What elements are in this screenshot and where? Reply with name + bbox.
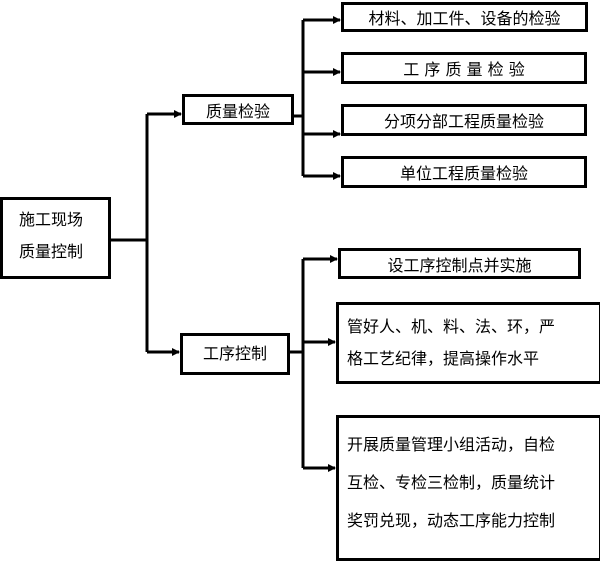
node-unit-inspection: 单位工程质量检验 bbox=[341, 156, 587, 188]
node-manage-factors: 管好人、机、料、法、环，严 格工艺纪律，提高操作水平 bbox=[336, 302, 600, 384]
node-subitem-inspection: 分项分部工程质量检验 bbox=[341, 104, 587, 136]
node-process-quality-inspection: 工 序 质 量 检 验 bbox=[341, 52, 587, 84]
branch2-connector bbox=[289, 259, 305, 468]
text-line: 开展质量管理小组活动，自检 bbox=[347, 435, 556, 454]
root-line: 质量控制 bbox=[19, 242, 84, 261]
node-qc-activities: 开展质量管理小组活动，自检 互检、专检三检制，质量统计 奖罚兑现，动态工序能力控… bbox=[336, 415, 600, 561]
branch1-connector bbox=[293, 20, 305, 176]
text-line: 管好人、机、料、法、环，严 bbox=[347, 317, 556, 336]
root-connector bbox=[110, 114, 149, 352]
root-line: 施工现场 bbox=[19, 210, 84, 229]
node-quality-inspection: 质量检验 bbox=[182, 94, 294, 125]
root-node: 施工现场 质量控制 bbox=[0, 197, 111, 279]
node-process-control: 工序控制 bbox=[180, 333, 290, 375]
text-line: 奖罚兑现，动态工序能力控制 bbox=[347, 511, 556, 530]
text-line: 互检、专检三检制，质量统计 bbox=[347, 473, 556, 492]
node-material-inspection: 材料、加工件、设备的检验 bbox=[341, 2, 588, 32]
node-control-points: 设工序控制点并实施 bbox=[338, 248, 581, 279]
text-line: 格工艺纪律，提高操作水平 bbox=[347, 349, 540, 368]
